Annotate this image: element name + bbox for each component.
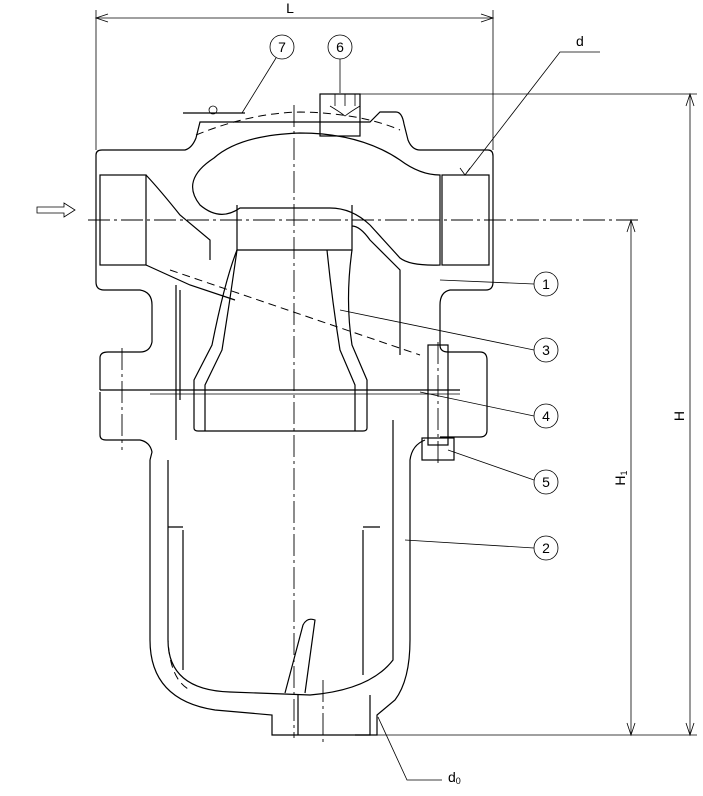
flow-direction-arrow [36, 202, 76, 218]
balloon-7-label: 7 [278, 39, 286, 55]
leaders [241, 51, 600, 781]
balloon-6: 6 [327, 34, 353, 60]
dimension-L [94, 10, 495, 150]
dimension-H [294, 92, 697, 737]
dimension-d0-label: d0 [448, 769, 461, 786]
dimension-H-label: H [671, 411, 687, 421]
dimension-L-label: L [286, 0, 294, 16]
balloon-1-label: 1 [542, 276, 550, 292]
balloon-7: 7 [269, 34, 295, 60]
body [95, 93, 494, 745]
balloon-5: 5 [533, 469, 559, 495]
balloon-6-label: 6 [336, 39, 344, 55]
balloon-4: 4 [533, 403, 559, 429]
dimension-d-label: d [576, 33, 584, 49]
balloon-1: 1 [533, 271, 559, 297]
balloon-3-label: 3 [542, 342, 550, 358]
balloon-2-label: 2 [542, 540, 550, 556]
dimension-H1-label: H1 [612, 470, 629, 485]
balloon-5-label: 5 [542, 474, 550, 490]
balloon-4-label: 4 [542, 408, 550, 424]
balloon-2: 2 [533, 535, 559, 561]
balloon-3: 3 [533, 337, 559, 363]
